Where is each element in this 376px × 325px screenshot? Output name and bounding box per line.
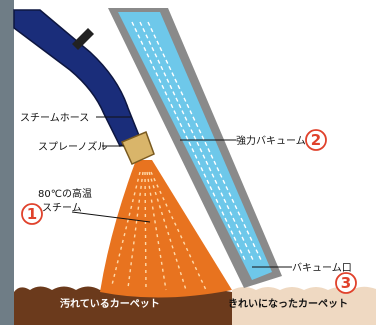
leader-steam (71, 211, 151, 223)
clean-carpet (232, 286, 376, 325)
label-vacuum-port: バキューム口 (292, 262, 352, 274)
vacuum-tube (108, 8, 282, 288)
label-steam-hose: スチームホース (20, 112, 89, 124)
marker-one: 1 (27, 205, 37, 223)
spray-nozzle (120, 131, 155, 165)
hose-clamp (72, 28, 94, 50)
marker-two: 2 (311, 131, 321, 149)
marker-three-circle (335, 272, 357, 294)
label-steam-line1: 80℃の高温 (38, 187, 92, 200)
marker-three: 3 (341, 274, 351, 292)
photo-edge-strip (0, 0, 14, 325)
marker-two-circle (305, 129, 327, 151)
marker-one-circle (21, 203, 43, 225)
label-strong-vacuum: 強力バキューム (236, 134, 306, 147)
label-spray-nozzle: スプレーノズル (38, 140, 107, 153)
label-steam-line2: スチーム (42, 202, 82, 214)
label-clean-carpet: きれいになったカーペット (228, 298, 348, 310)
steam-spray (100, 160, 232, 298)
label-dirty-carpet: 汚れているカーペット (60, 297, 160, 310)
